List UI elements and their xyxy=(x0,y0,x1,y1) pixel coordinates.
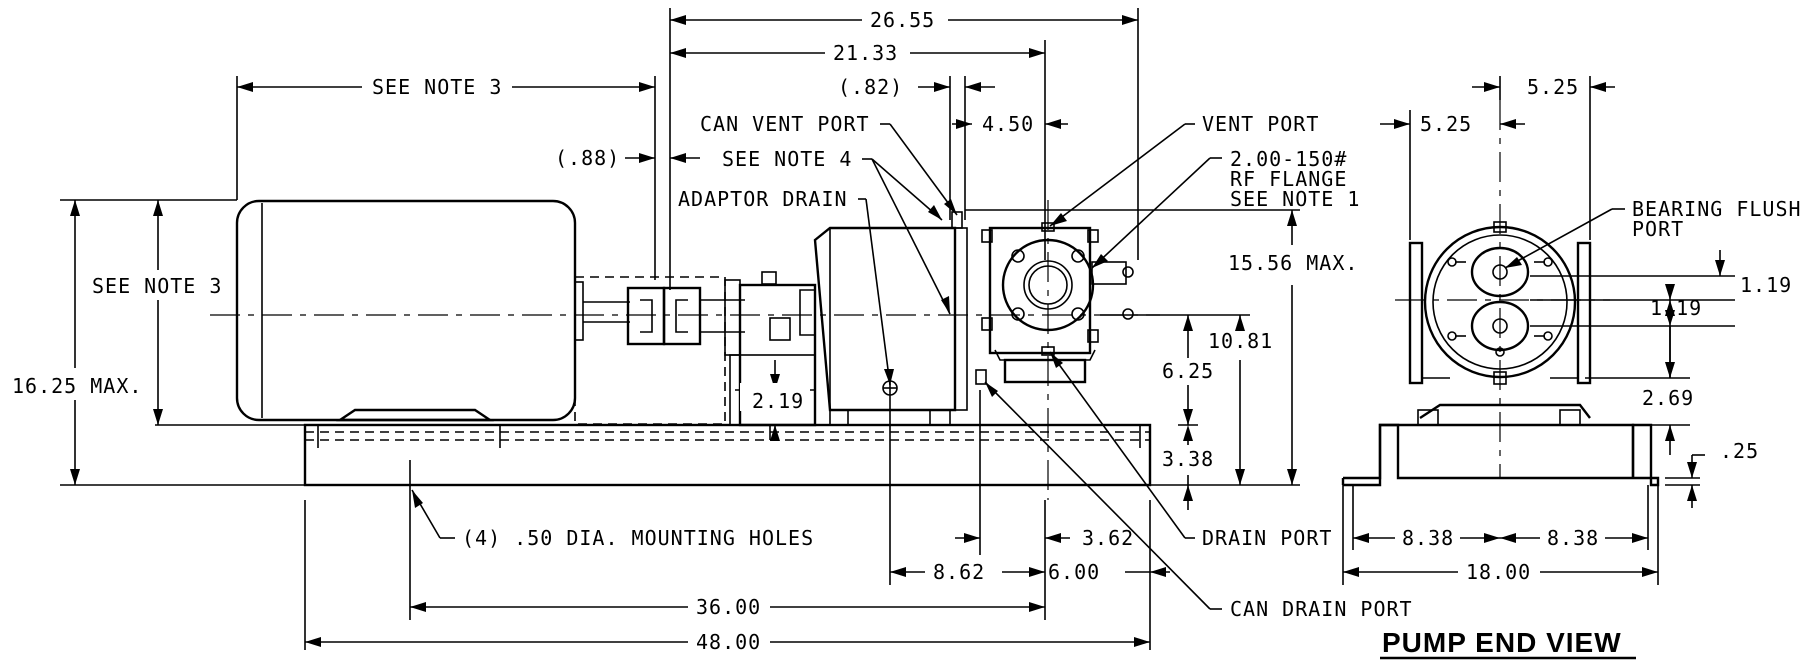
callout-vent-port: VENT PORT xyxy=(1202,112,1319,136)
callout-flange-line1: 2.00-150# xyxy=(1230,147,1347,171)
dim-36-00: 36.00 xyxy=(696,595,761,619)
callouts: CAN VENT PORT SEE NOTE 4 ADAPTOR DRAIN V… xyxy=(411,112,1413,621)
end-dim-1-19-b: 1.19 xyxy=(1650,296,1702,320)
dim-21-33: 21.33 xyxy=(833,41,898,65)
can-housing xyxy=(813,211,987,426)
end-dim-5-25-second: 5.25 xyxy=(1420,112,1472,136)
base-plate xyxy=(303,423,1152,487)
dim-26-55: 26.55 xyxy=(870,8,935,32)
dim-4-50: 4.50 xyxy=(982,112,1034,136)
end-dim-0-25: .25 xyxy=(1720,439,1759,463)
callout-see-note-4: SEE NOTE 4 xyxy=(722,147,852,171)
side-view-dimensions: 26.55 21.33 (.82) 4.50 SEE NOTE 3 (.88) xyxy=(12,8,1358,654)
end-callout-bearing-line2: PORT xyxy=(1632,217,1684,241)
callout-can-vent-port: CAN VENT PORT xyxy=(700,112,870,136)
dim-10-81: 10.81 xyxy=(1208,329,1273,353)
end-dim-5-25-top: 5.25 xyxy=(1527,75,1579,99)
dim-15-56-max: 15.56 MAX. xyxy=(1228,251,1358,275)
end-callout-bearing-line1: BEARING FLUSH xyxy=(1632,197,1802,221)
dim-16-25-max: 16.25 MAX. xyxy=(12,374,142,398)
callout-flange-line3: SEE NOTE 1 xyxy=(1230,187,1360,211)
side-view xyxy=(210,199,1160,500)
coupling-guard xyxy=(574,276,726,425)
dim-see-note-3-top: SEE NOTE 3 xyxy=(372,75,502,99)
dim-3-38: 3.38 xyxy=(1162,447,1214,471)
end-dim-8-38-b: 8.38 xyxy=(1547,526,1599,550)
end-dim-2-69: 2.69 xyxy=(1642,386,1694,410)
dim-48-00: 48.00 xyxy=(696,630,761,654)
dim-0-82: (.82) xyxy=(838,75,903,99)
dim-3-62: 3.62 xyxy=(1082,526,1134,550)
pump-end-view: 5.25 5.25 BEARING FLUSH PORT 1.19 1.19 xyxy=(1341,75,1802,660)
callout-can-drain-port: CAN DRAIN PORT xyxy=(1230,597,1413,621)
dim-8-62: 8.62 xyxy=(933,560,985,584)
dim-6-25: 6.25 xyxy=(1162,359,1214,383)
pump-head xyxy=(981,222,1134,384)
callout-mounting-holes: (4) .50 DIA. MOUNTING HOLES xyxy=(462,526,814,550)
dim-6-00: 6.00 xyxy=(1048,560,1100,584)
callout-drain-port: DRAIN PORT xyxy=(1202,526,1332,550)
callout-flange-line2: RF FLANGE xyxy=(1230,167,1347,191)
adapter xyxy=(724,271,817,440)
motor xyxy=(235,199,630,422)
callout-adaptor-drain: ADAPTOR DRAIN xyxy=(678,187,848,211)
end-dim-8-38-a: 8.38 xyxy=(1402,526,1454,550)
end-dim-18-00: 18.00 xyxy=(1466,560,1531,584)
dim-2-19: 2.19 xyxy=(752,389,804,413)
dim-see-note-3-side: SEE NOTE 3 xyxy=(92,274,222,298)
dim-0-88: (.88) xyxy=(555,146,620,170)
end-view-title: PUMP END VIEW xyxy=(1382,627,1622,658)
coupling xyxy=(626,286,745,346)
end-dim-1-19-a: 1.19 xyxy=(1740,273,1792,297)
